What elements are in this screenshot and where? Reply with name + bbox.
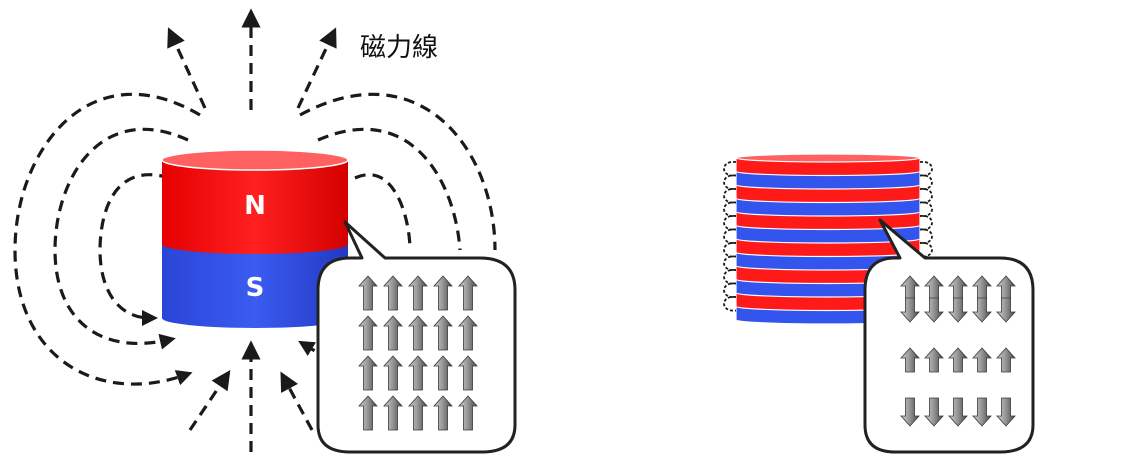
spin-arrow-up <box>458 355 478 391</box>
left-spin-arrow-grid <box>358 275 478 431</box>
stack-layer <box>735 197 921 217</box>
stack-layer <box>735 224 921 244</box>
field-line-left-outer <box>13 92 201 386</box>
spin-arrow-up <box>383 395 403 431</box>
spin-arrow-down <box>948 297 968 323</box>
bar-magnet: N S <box>161 149 349 328</box>
spin-arrow-up <box>458 275 478 311</box>
spin-arrow-up <box>900 347 920 373</box>
magnet-north-body <box>162 160 348 254</box>
right-callout-bubble <box>863 218 1035 454</box>
spin-arrow-up <box>458 315 478 351</box>
curl-arrow-left <box>723 174 737 190</box>
magnet-north-label: N <box>244 191 266 221</box>
spin-arrow-up <box>972 347 992 373</box>
spin-arrow-down <box>996 297 1016 323</box>
spin-arrow-up <box>358 275 378 311</box>
spin-arrow-down <box>972 397 992 427</box>
spin-arrow-up <box>996 347 1016 373</box>
spin-arrow-up <box>408 395 428 431</box>
spin-arrow-up <box>408 275 428 311</box>
stack-layer <box>735 170 921 190</box>
spin-arrow-up <box>383 275 403 311</box>
curl-arrow-right <box>919 188 933 204</box>
spin-arrow-down <box>948 397 968 427</box>
curl-arrow-left <box>723 161 737 177</box>
spin-arrow-up <box>383 355 403 391</box>
spin-arrow-up <box>358 355 378 391</box>
curl-arrow-right <box>919 201 933 217</box>
magnet-south-label: S <box>246 273 265 303</box>
field-line-label: 磁力線 <box>360 33 438 63</box>
curl-arrow-left <box>723 201 737 217</box>
curl-arrow-right <box>919 228 933 244</box>
field-line-diag-top-right <box>296 27 337 109</box>
curl-arrow-right <box>919 161 933 177</box>
stack-layer <box>735 157 921 177</box>
spin-arrow-up <box>433 315 453 351</box>
right-spin-arrow-grid <box>900 275 1016 427</box>
field-line-diag-top-left <box>167 27 207 109</box>
left-spin-callout <box>316 220 517 454</box>
curl-arrow-right <box>919 215 933 231</box>
field-line-diag-bottom-right <box>280 371 314 431</box>
spin-arrow-up <box>358 315 378 351</box>
field-line-right-middle <box>317 127 462 251</box>
spin-arrow-up <box>358 395 378 431</box>
curl-arrow-left <box>723 255 737 271</box>
spin-arrow-down <box>996 397 1016 427</box>
spin-arrow-down <box>900 397 920 427</box>
magnetic-field-lines <box>13 8 497 452</box>
spin-arrow-up <box>433 355 453 391</box>
curl-arrow-left <box>723 215 737 231</box>
right-spin-callout <box>863 218 1035 454</box>
spin-arrow-up <box>924 347 944 373</box>
field-line-right-outer <box>299 92 497 251</box>
spin-arrow-up <box>408 355 428 391</box>
stack-layer <box>735 184 921 204</box>
curl-arrow-left <box>723 269 737 285</box>
magnet-top-face <box>161 149 349 171</box>
spin-arrow-down <box>924 397 944 427</box>
magnet-south-body <box>162 244 348 328</box>
field-line-left-inner <box>98 173 171 326</box>
field-line-right-inner <box>354 173 412 251</box>
spin-arrow-down <box>900 297 920 323</box>
curl-arrow-left <box>723 282 737 298</box>
curl-arrow-left <box>723 296 737 312</box>
curl-arrow-left <box>723 188 737 204</box>
curl-arrow-left <box>723 228 737 244</box>
stack-top-face <box>735 153 921 163</box>
field-line-diag-bottom-left <box>188 370 231 431</box>
spin-arrow-up <box>458 395 478 431</box>
spin-arrow-down <box>972 297 992 323</box>
spin-arrow-up <box>433 275 453 311</box>
stack-layer <box>735 211 921 231</box>
spin-arrow-up <box>383 315 403 351</box>
spin-arrow-down <box>924 297 944 323</box>
curl-arrow-right <box>919 174 933 190</box>
spin-arrow-up <box>408 315 428 351</box>
spin-arrow-up <box>948 347 968 373</box>
curl-arrow-left <box>723 242 737 258</box>
spin-arrow-up <box>433 395 453 431</box>
